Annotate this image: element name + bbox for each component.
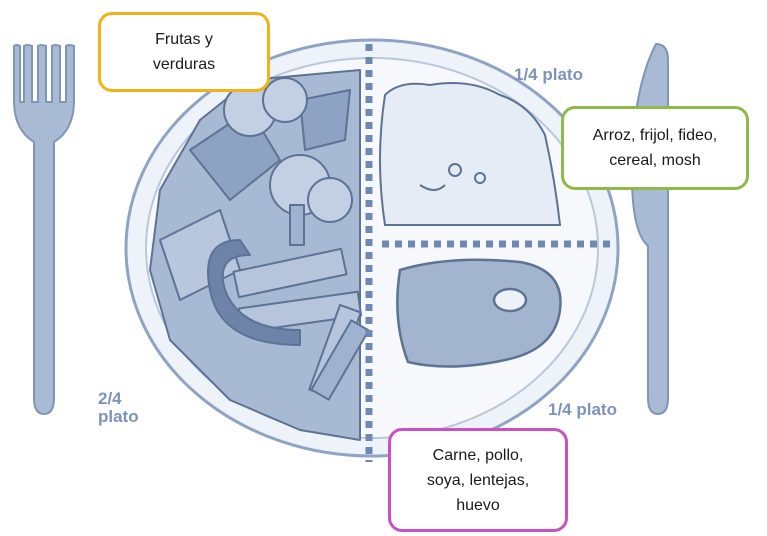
callout-protein-line1: Carne, pollo, — [427, 443, 529, 468]
callout-protein-line2: soya, lentejas, — [427, 468, 529, 493]
callout-grains-line2: cereal, mosh — [593, 148, 717, 173]
callout-protein-line3: huevo — [427, 493, 529, 518]
callout-protein: Carne, pollo, soya, lentejas, huevo — [388, 428, 568, 532]
callout-fruits-line1: Frutas y — [153, 27, 215, 52]
portion-label-bottom-right: 1/4 plato — [548, 401, 617, 419]
callout-grains-line1: Arroz, frijol, fideo, — [593, 123, 717, 148]
portion-label-left-line1: 2/4 — [98, 390, 139, 408]
callout-fruits-vegetables: Frutas y verduras — [98, 12, 270, 92]
portion-label-top-right: 1/4 plato — [514, 66, 583, 84]
portion-label-left: 2/4 plato — [98, 390, 139, 426]
callout-grains: Arroz, frijol, fideo, cereal, mosh — [561, 106, 749, 190]
fork-icon — [14, 45, 74, 414]
portion-label-left-line2: plato — [98, 408, 139, 426]
callout-fruits-line2: verduras — [153, 52, 215, 77]
knife-icon — [632, 44, 668, 414]
